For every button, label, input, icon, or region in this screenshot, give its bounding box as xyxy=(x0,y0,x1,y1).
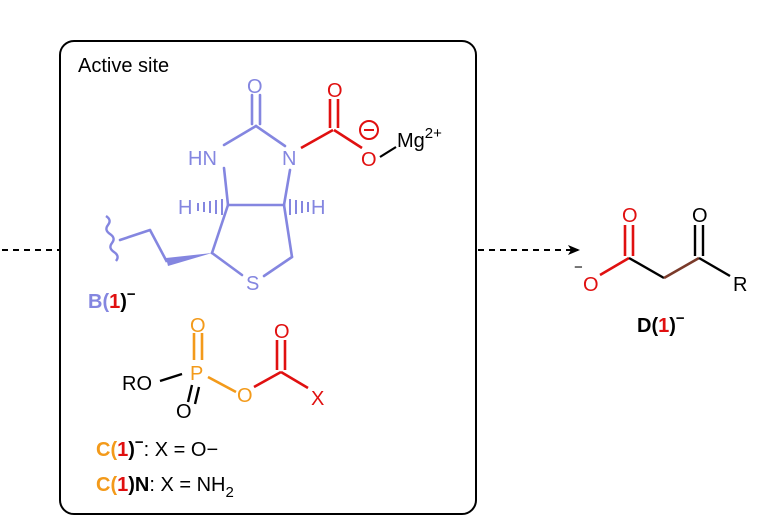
wedge-bond xyxy=(166,253,212,266)
biotin-hn: HN xyxy=(188,148,217,170)
product-o-right: O xyxy=(692,205,708,227)
compound-c-anion-label: C(1)−: X = O− xyxy=(96,434,218,461)
phosphate-bonds xyxy=(192,333,237,394)
chain-bond xyxy=(148,229,169,263)
product-r: R xyxy=(733,274,747,296)
hashed-bond-left xyxy=(197,199,223,215)
phosphate-lower-o-bonds xyxy=(186,384,201,405)
negative-charge-icon xyxy=(359,120,379,140)
product-o-left-single: O xyxy=(583,274,599,296)
compound-d-label: D(1)− xyxy=(637,310,685,337)
phosphate-o-top: O xyxy=(190,315,206,337)
hashed-bond-right xyxy=(289,199,309,215)
acyl-o-carbonyl: O xyxy=(274,321,290,343)
biotin-structure xyxy=(118,93,294,278)
product-ketone-bonds xyxy=(693,225,731,278)
acyl-x: X xyxy=(311,388,324,410)
acyl-bonds xyxy=(253,340,309,390)
product-o-left-top: O xyxy=(622,205,638,227)
biotin-n: N xyxy=(282,148,296,170)
product-carboxylate-bonds xyxy=(599,225,635,277)
biotin-h-left: H xyxy=(178,197,192,219)
phosphate-ro: RO xyxy=(122,373,152,395)
biotin-s: S xyxy=(246,273,259,295)
phosphate-p: P xyxy=(190,363,203,385)
biotin-h-right: H xyxy=(311,197,325,219)
carboxylate-bonds xyxy=(300,99,363,150)
product-o-charge: − xyxy=(574,259,583,276)
ro-p-bond xyxy=(159,372,183,383)
active-site-title: Active site xyxy=(78,55,169,77)
active-site-panel xyxy=(59,40,477,515)
mg-bond xyxy=(379,146,397,158)
compound-c-amide-label: C(1)N: X = NH2 xyxy=(96,474,234,501)
phosphate-o-bridge: O xyxy=(237,385,253,407)
carboxylate-o-single: O xyxy=(361,149,377,171)
carboxylate-o-double: O xyxy=(327,80,343,102)
compound-b-label: B(1)− xyxy=(88,286,136,313)
phosphate-o-bottom: O xyxy=(176,401,192,423)
wavy-attachment-icon xyxy=(105,215,119,262)
mg-ion: Mg2+ xyxy=(397,125,442,152)
product-c-c-bond-brown xyxy=(663,256,700,280)
product-c-c-bond xyxy=(628,256,665,280)
biotin-o-top: O xyxy=(247,76,263,98)
